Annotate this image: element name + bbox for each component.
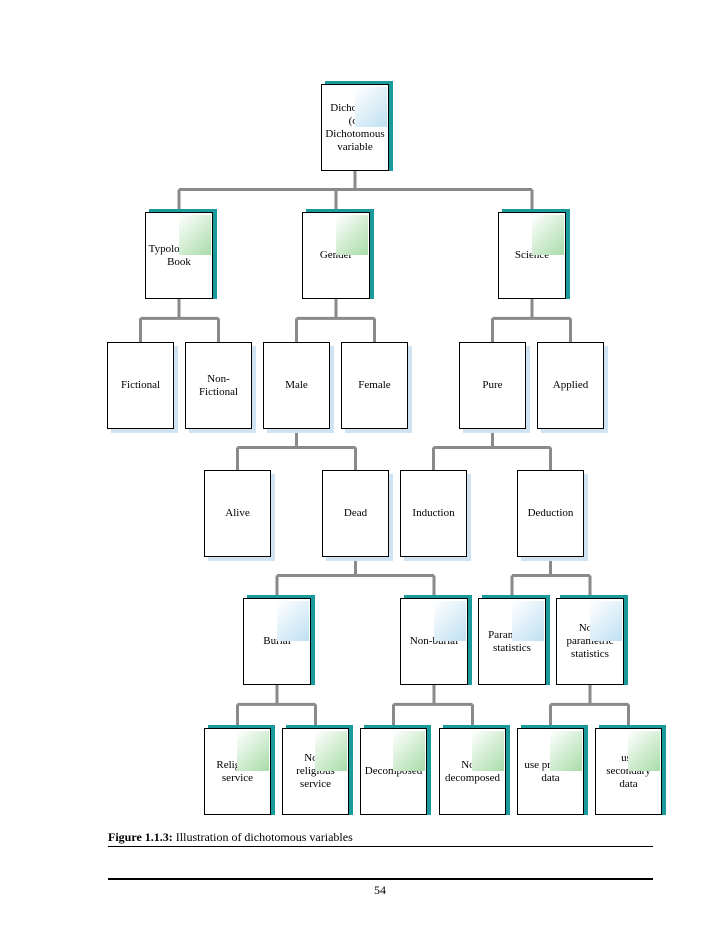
- node-label: Decomposed: [364, 765, 423, 777]
- figure-caption: Figure 1.1.3: Illustration of dichotomou…: [108, 830, 353, 845]
- node-deduction: Deduction: [517, 470, 584, 557]
- node-male: Male: [263, 342, 330, 429]
- node-induction: Induction: [400, 470, 467, 557]
- node-label: Applied: [552, 379, 589, 391]
- node-non-parametric: Non- parametric statistics: [556, 598, 624, 685]
- node-label: Non-burial: [409, 635, 459, 647]
- node-parametric: Parametric statistics: [478, 598, 546, 685]
- node-label: Gender: [319, 249, 353, 261]
- node-religious: Religious service: [204, 728, 271, 815]
- node-label: use primary data: [524, 758, 577, 784]
- node-label: Religious service: [216, 758, 259, 784]
- node-non-decomposed: Non- decomposed: [439, 728, 506, 815]
- node-use-secondary: use secondary data: [595, 728, 662, 815]
- node-label: Burial: [263, 635, 291, 647]
- node-decomposed: Decomposed: [360, 728, 427, 815]
- node-label: Non- parametric statistics: [566, 622, 614, 660]
- node-label: Alive: [225, 507, 250, 519]
- caption-text: Illustration of dichotomous variables: [175, 830, 353, 844]
- node-label: Non- decomposed: [445, 758, 500, 784]
- node-label: Induction: [412, 507, 455, 519]
- page-number: 54: [374, 883, 386, 897]
- node-fictional: Fictional: [107, 342, 174, 429]
- node-female: Female: [341, 342, 408, 429]
- node-burial: Burial: [243, 598, 311, 685]
- node-label: Fictional: [120, 379, 161, 391]
- node-dead: Dead: [322, 470, 389, 557]
- node-label: Dead: [343, 507, 368, 519]
- node-label: Non-religious service: [296, 752, 335, 790]
- footer-rule: [108, 878, 653, 880]
- node-science: Science: [498, 212, 566, 299]
- caption-rule: [108, 846, 653, 847]
- node-non-fictional: Non- Fictional: [185, 342, 252, 429]
- node-non-religious: Non-religious service: [282, 728, 349, 815]
- node-applied: Applied: [537, 342, 604, 429]
- caption-label: Figure 1.1.3:: [108, 830, 173, 844]
- node-pure: Pure: [459, 342, 526, 429]
- node-label: Dichotomy (or Dichotomous variable: [325, 101, 385, 153]
- node-label: Parametric statistics: [488, 628, 536, 654]
- node-label: Typologies of Book: [148, 242, 210, 268]
- node-label: Female: [358, 379, 391, 391]
- node-label: Non- Fictional: [198, 372, 239, 398]
- node-label: Pure: [482, 379, 503, 391]
- node-label: Science: [514, 249, 550, 261]
- node-label: Deduction: [527, 507, 574, 519]
- node-alive: Alive: [204, 470, 271, 557]
- node-gender: Gender: [302, 212, 370, 299]
- node-non-burial: Non-burial: [400, 598, 468, 685]
- node-dichotomy: Dichotomy (or Dichotomous variable: [321, 84, 389, 171]
- node-use-primary: use primary data: [517, 728, 584, 815]
- node-typologies: Typologies of Book: [145, 212, 213, 299]
- node-label: Male: [285, 379, 308, 391]
- node-label: use secondary data: [606, 752, 651, 790]
